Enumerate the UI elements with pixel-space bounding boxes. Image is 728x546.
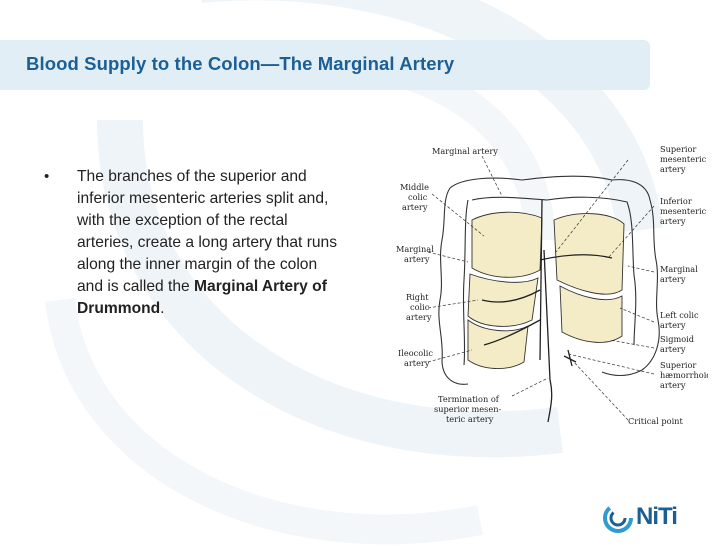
label-left-colic-1: Left colic	[660, 310, 699, 320]
mesentery-regions	[467, 211, 625, 369]
label-right-colic-1: Right	[406, 292, 429, 302]
label-marginal-right-1: Marginal	[660, 264, 698, 274]
label-middle-colic-3: artery	[402, 202, 428, 212]
label-left-colic-2: artery	[660, 320, 686, 330]
artery-lines	[481, 199, 613, 423]
label-ileocolic-2: artery	[404, 358, 430, 368]
label-sigmoid-1: Sigmoid	[660, 334, 694, 344]
label-marginal-left-2: artery	[404, 254, 430, 264]
label-leader-lines	[427, 155, 655, 421]
label-ileocolic-1: Ileocolic	[398, 348, 433, 358]
bullet-bold-text: Marginal Artery of Drummond	[77, 278, 327, 317]
label-middle-colic-1: Middle	[400, 182, 429, 192]
label-critical-point: Critical point	[628, 416, 683, 426]
label-superior-hemorrhoidal-1: Superior	[660, 360, 696, 370]
swirl-logo-icon	[603, 503, 633, 533]
label-inferior-mesenteric-1: Inferior	[660, 196, 692, 206]
slide-title: Blood Supply to the Colon—The Marginal A…	[26, 53, 455, 74]
label-superior-hemorrhoidal-2: hæmorrhoidal	[660, 370, 708, 380]
label-right-colic-3: artery	[406, 312, 432, 322]
label-marginal-artery-top: Marginal artery	[432, 146, 498, 156]
label-termination-3: teric artery	[446, 414, 494, 424]
label-marginal-right-2: artery	[660, 274, 686, 284]
label-marginal-left-1: Marginal	[396, 244, 434, 254]
colon-outline	[438, 175, 660, 385]
label-termination-2: superior mesen-	[434, 404, 501, 414]
title-bar	[0, 40, 650, 90]
label-right-colic-2: colic	[410, 302, 430, 312]
label-sigmoid-2: artery	[660, 344, 686, 354]
label-superior-mesenteric-2: mesenteric	[660, 154, 707, 164]
bullet-text-end: .	[160, 300, 165, 317]
bullet-text: The branches of the superior and inferio…	[77, 168, 338, 295]
label-inferior-mesenteric-3: artery	[660, 216, 686, 226]
label-superior-mesenteric-1: Superior	[660, 144, 696, 154]
bullet-list: • The branches of the superior and infer…	[44, 166, 344, 320]
bullet-item: The branches of the superior and inferio…	[77, 166, 344, 320]
colon-blood-supply-diagram: Marginal artery Superior mesenteric arte…	[396, 144, 708, 426]
label-inferior-mesenteric-2: mesenteric	[660, 206, 707, 216]
logo-text: NiTi	[636, 503, 678, 530]
label-superior-mesenteric-3: artery	[660, 164, 686, 174]
label-superior-hemorrhoidal-3: artery	[660, 380, 686, 390]
diagram-labels: Marginal artery Superior mesenteric arte…	[396, 144, 708, 426]
label-middle-colic-2: colic	[408, 192, 428, 202]
bullet-dot: •	[44, 168, 50, 185]
label-termination-1: Termination of	[438, 394, 500, 404]
